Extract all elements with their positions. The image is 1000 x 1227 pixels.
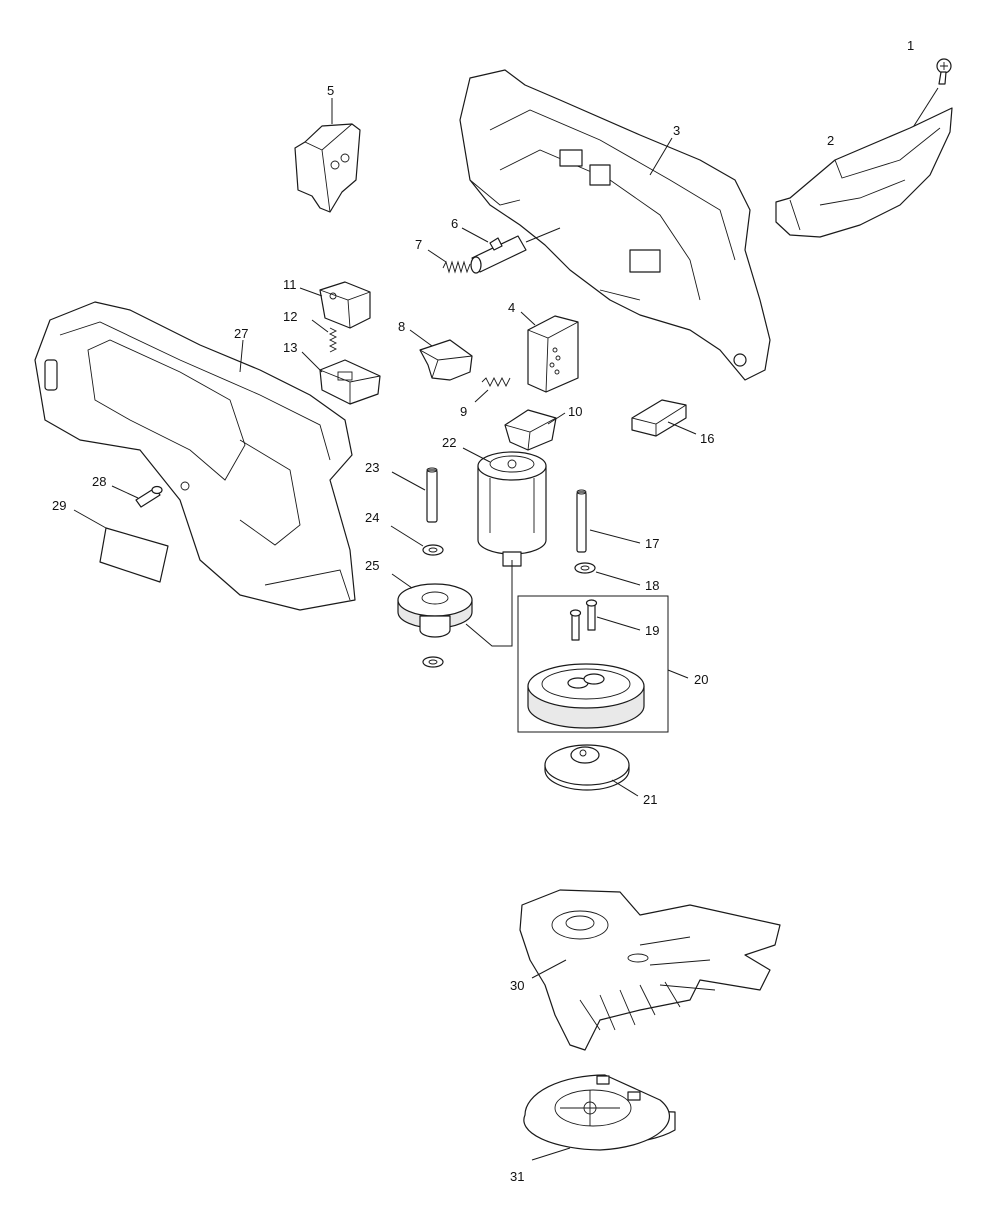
part-27-housing [34, 301, 356, 611]
part-17-pin [576, 489, 641, 553]
callout-16: 16 [700, 431, 714, 446]
part-28-screw [111, 485, 163, 508]
callout-6: 6 [451, 216, 458, 231]
part-22-motor [462, 447, 547, 647]
callout-18: 18 [645, 578, 659, 593]
callout-10: 10 [568, 404, 582, 419]
callout-31: 31 [510, 1169, 524, 1184]
callout-11: 11 [283, 277, 297, 292]
callout-30: 30 [510, 978, 524, 993]
part-30-blade [519, 889, 781, 1051]
callout-23: 23 [365, 460, 379, 475]
part-8-lever [409, 329, 473, 381]
callout-22: 22 [442, 435, 456, 450]
callout-21: 21 [643, 792, 657, 807]
part-13-slide [301, 351, 381, 405]
part-20-assembly-box [517, 595, 689, 733]
part-10-button [504, 409, 566, 451]
callout-29: 29 [52, 498, 66, 513]
callout-13: 13 [283, 340, 297, 355]
part-4-controller [520, 311, 579, 393]
callout-2: 2 [827, 133, 834, 148]
part-29-label [73, 509, 169, 583]
callout-24: 24 [365, 510, 379, 525]
callout-9: 9 [460, 404, 467, 419]
part-19-pins [569, 599, 641, 641]
part-25-gear [391, 573, 473, 668]
callout-5: 5 [327, 83, 334, 98]
part-6-pin [461, 227, 561, 274]
part-16-block [631, 399, 697, 437]
part-5-terminal [294, 98, 361, 213]
callout-19: 19 [645, 623, 659, 638]
callout-17: 17 [645, 536, 659, 551]
callout-27: 27 [234, 326, 248, 341]
part-12-spring [311, 319, 338, 353]
callout-7: 7 [415, 237, 422, 252]
part-2-guard [775, 107, 953, 238]
part-11-switch [299, 281, 371, 329]
part-21-plate [544, 744, 639, 797]
callout-25: 25 [365, 558, 379, 573]
callout-28: 28 [92, 474, 106, 489]
part-9-spring [474, 376, 511, 403]
callout-12: 12 [283, 309, 297, 324]
part-3-housing [459, 69, 771, 381]
callout-3: 3 [673, 123, 680, 138]
callout-8: 8 [398, 319, 405, 334]
part-7-spring [427, 249, 471, 274]
part-31-base [523, 1074, 676, 1161]
callout-4: 4 [508, 300, 515, 315]
part-23-shaft [391, 467, 438, 523]
part-18-washer [574, 562, 641, 586]
part-24-washer [390, 525, 444, 556]
callout-20: 20 [694, 672, 708, 687]
callout-1: 1 [907, 38, 914, 53]
part-20-gear [527, 663, 645, 729]
